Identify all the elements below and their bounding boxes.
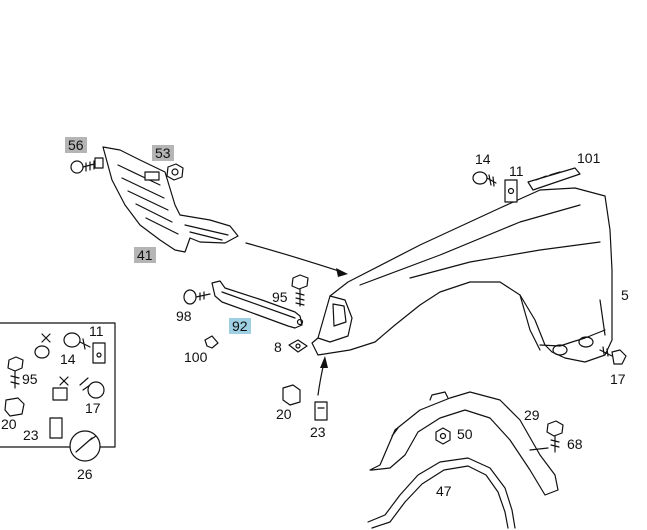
screw-56-icon[interactable] xyxy=(70,157,104,174)
highlight-56 xyxy=(65,137,87,153)
highlight-41 xyxy=(134,247,156,263)
callout-50[interactable]: 50 xyxy=(457,426,473,442)
inset-callout-26[interactable]: 26 xyxy=(77,466,93,482)
callout-92[interactable]: 92 xyxy=(232,318,248,334)
assembly-arrows xyxy=(245,242,348,396)
callout-56[interactable]: 56 xyxy=(68,137,84,153)
inset-callout-95[interactable]: 95 xyxy=(22,371,38,387)
wrench-tool-26-icon[interactable] xyxy=(69,430,101,462)
kit-clip-11-icon[interactable] xyxy=(92,342,106,364)
inset-callout-17[interactable]: 17 xyxy=(85,400,101,416)
nut-50-icon[interactable] xyxy=(435,427,451,445)
kit-clip-20-icon[interactable] xyxy=(4,397,25,417)
front-fender-part[interactable] xyxy=(311,187,613,363)
nut-8-icon[interactable] xyxy=(288,339,308,353)
callout-14[interactable]: 14 xyxy=(475,151,491,167)
trim-strip-part[interactable] xyxy=(527,167,581,191)
callout-5[interactable]: 5 xyxy=(621,287,629,303)
wheel-arch-liner-part[interactable] xyxy=(367,391,559,529)
callout-101[interactable]: 101 xyxy=(577,150,601,166)
kit-clip-23-icon[interactable] xyxy=(49,417,63,439)
callout-68[interactable]: 68 xyxy=(567,436,583,452)
callout-100[interactable]: 100 xyxy=(184,349,208,365)
bolt-68-icon[interactable] xyxy=(546,420,564,453)
clip-20-icon[interactable] xyxy=(282,384,301,406)
callout-53[interactable]: 53 xyxy=(155,145,171,161)
highlight-53 xyxy=(152,145,174,161)
inset-callout-11[interactable]: 11 xyxy=(89,323,104,339)
callout-41[interactable]: 41 xyxy=(137,247,153,263)
fastener-kit-inset xyxy=(0,322,116,462)
clip-100-icon[interactable] xyxy=(204,335,219,349)
clip-11-icon[interactable] xyxy=(504,179,518,203)
inset-callout-20[interactable]: 20 xyxy=(1,416,17,432)
kit-bolt-14-icon[interactable] xyxy=(34,332,91,359)
kit-bolt-17-icon[interactable] xyxy=(52,376,105,401)
callout-47[interactable]: 47 xyxy=(436,483,452,499)
highlight-92 xyxy=(229,318,251,334)
inset-callout-23[interactable]: 23 xyxy=(23,427,39,443)
clip-23-icon[interactable] xyxy=(314,401,328,421)
callout-17[interactable]: 17 xyxy=(610,371,626,387)
kit-bolt-95-icon[interactable] xyxy=(7,356,24,389)
bolt-17-icon[interactable] xyxy=(599,346,627,365)
grille-part[interactable] xyxy=(102,146,239,253)
callout-95[interactable]: 95 xyxy=(272,289,288,305)
bolt-98-icon[interactable] xyxy=(183,289,211,305)
bolt-95-icon[interactable] xyxy=(291,274,309,307)
callout-11[interactable]: 11 xyxy=(509,163,524,179)
nut-53-icon[interactable] xyxy=(166,163,184,181)
callout-98[interactable]: 98 xyxy=(176,308,192,324)
callout-20[interactable]: 20 xyxy=(276,406,292,422)
callout-23[interactable]: 23 xyxy=(310,424,326,440)
mounting-bracket-part[interactable] xyxy=(211,280,304,329)
bolt-14-icon[interactable] xyxy=(472,171,497,187)
callout-29[interactable]: 29 xyxy=(524,407,540,423)
callout-8[interactable]: 8 xyxy=(274,339,282,355)
inset-callout-14[interactable]: 14 xyxy=(60,351,76,367)
